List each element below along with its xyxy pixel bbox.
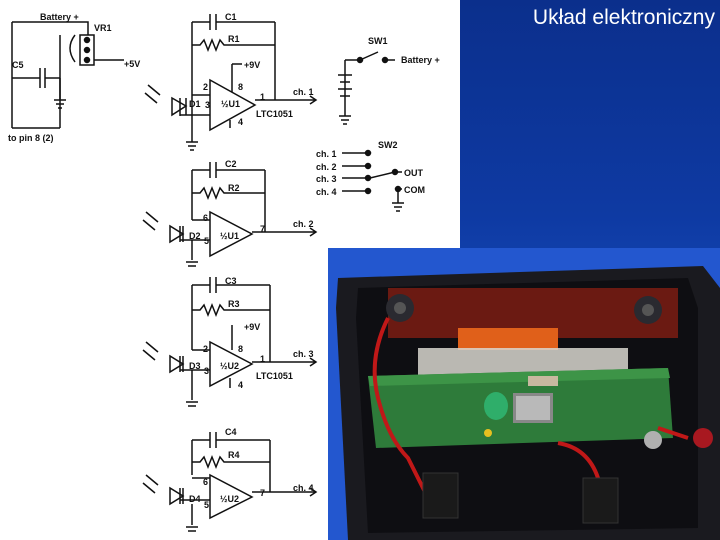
circuit-schematic: Battery + VR1 C5 +5V to pin 8 (2) C1 R1 … xyxy=(8,12,440,532)
switch-sw1 xyxy=(338,51,395,125)
pin4-label: 4 xyxy=(238,117,243,127)
channel-4-amplifier xyxy=(142,432,318,532)
switch-sw2 xyxy=(342,149,404,212)
ch4-out-label: ch. 4 xyxy=(293,483,314,493)
plus9v-2-label: +9V xyxy=(244,322,260,332)
voltage-regulator-vr1 xyxy=(11,21,118,129)
c5-label: C5 xyxy=(12,60,24,70)
u2b-label: ½U2 xyxy=(220,494,239,504)
pin3b-label: 3 xyxy=(204,366,209,376)
sw1-label: SW1 xyxy=(368,36,388,46)
channel-3-amplifier xyxy=(142,277,318,407)
r1-label: R1 xyxy=(228,34,240,44)
pin2-label: 2 xyxy=(203,82,208,92)
r2-label: R2 xyxy=(228,183,240,193)
d1-label: D1 xyxy=(189,99,201,109)
pin3-label: 3 xyxy=(205,100,210,110)
u1a-label: ½U1 xyxy=(221,99,240,109)
to-pin8-label: to pin 8 (2) xyxy=(8,133,54,143)
pin1b-label: 1 xyxy=(260,354,265,364)
c2-label: C2 xyxy=(225,159,237,169)
battery-plus-label: Battery + xyxy=(40,12,79,22)
pin6b-label: 6 xyxy=(203,477,208,487)
slide-title: Układ elektroniczny xyxy=(532,6,715,29)
plus5v-label: +5V xyxy=(124,59,140,69)
capacitor-c5 xyxy=(12,68,66,109)
u2a-label: ½U2 xyxy=(220,361,239,371)
vr1-label: VR1 xyxy=(94,23,112,33)
ltc1051-2-label: LTC1051 xyxy=(256,371,293,381)
com-label: COM xyxy=(404,185,425,195)
d2-label: D2 xyxy=(189,231,201,241)
pin7-label: 7 xyxy=(260,224,265,234)
d3-label: D3 xyxy=(189,361,201,371)
channel-1-amplifier xyxy=(144,14,318,151)
pin6-label: 6 xyxy=(203,213,208,223)
c4-label: C4 xyxy=(225,427,237,437)
sw-ch1-label: ch. 1 xyxy=(316,149,337,159)
c1-label: C1 xyxy=(225,12,237,22)
sw2-label: SW2 xyxy=(378,140,398,150)
d4-label: D4 xyxy=(189,494,201,504)
pin4b-label: 4 xyxy=(238,380,243,390)
u1b-label: ½U1 xyxy=(220,231,239,241)
ch2-out-label: ch. 2 xyxy=(293,219,314,229)
ltc1051-1-label: LTC1051 xyxy=(256,109,293,119)
pin1-label: 1 xyxy=(260,92,265,102)
pin8b-label: 8 xyxy=(238,344,243,354)
r4-label: R4 xyxy=(228,450,240,460)
plus9v-1-label: +9V xyxy=(244,60,260,70)
pin5-label: 5 xyxy=(204,236,209,246)
device-photo xyxy=(328,248,720,540)
ch1-out-label: ch. 1 xyxy=(293,87,314,97)
r3-label: R3 xyxy=(228,299,240,309)
ch3-out-label: ch. 3 xyxy=(293,349,314,359)
pin5b-label: 5 xyxy=(204,500,209,510)
sw-ch2-label: ch. 2 xyxy=(316,162,337,172)
channel-2-amplifier xyxy=(142,162,318,267)
battery-plus-sw-label: Battery + xyxy=(401,55,440,65)
out-label: OUT xyxy=(404,168,424,178)
c3-label: C3 xyxy=(225,276,237,286)
pin8-label: 8 xyxy=(238,82,243,92)
sw-ch3-label: ch. 3 xyxy=(316,174,337,184)
pin7b-label: 7 xyxy=(260,488,265,498)
pin2b-label: 2 xyxy=(203,344,208,354)
sw-ch4-label: ch. 4 xyxy=(316,187,337,197)
